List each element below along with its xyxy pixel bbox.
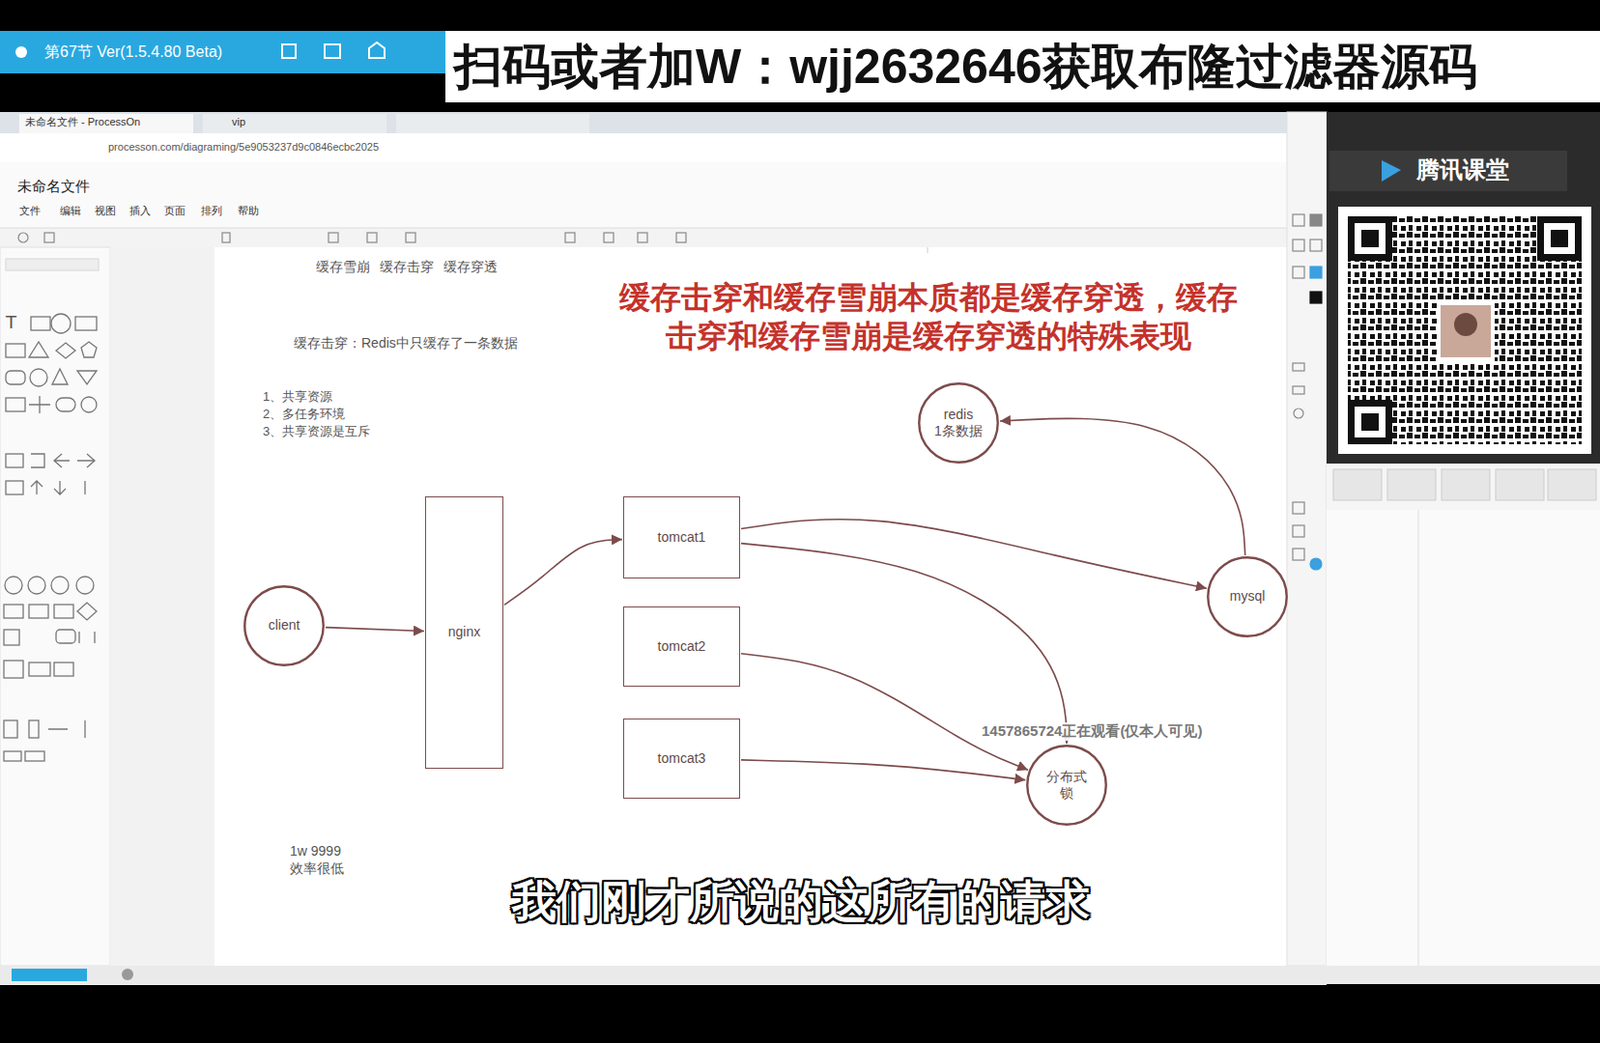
tab [19, 114, 194, 134]
node-label: 1条数据 [934, 423, 983, 441]
browser-window [0, 112, 1327, 986]
server-box: tomcat1 [623, 496, 741, 579]
note-label: 缓存击穿和缓存雪崩本质都是缓存穿透，缓存击穿和缓存雪崩是缓存穿透的特殊表现 [614, 278, 1243, 356]
note-label: 效率很低 [289, 860, 344, 879]
banner [445, 30, 1600, 103]
connector-arrow [741, 760, 1026, 781]
tab [396, 114, 590, 134]
note-label: 3、共享资源是互斥 [262, 424, 371, 440]
diagram-title: 缓存雪崩 缓存击穿 缓存穿透 [315, 258, 498, 277]
canvas-margin [110, 247, 1287, 967]
share-icon [324, 44, 341, 58]
node-label: client [268, 617, 301, 635]
right-tool-icons [1292, 214, 1322, 571]
service-circle: redis1条数据 [917, 382, 1000, 464]
note-label: 1457865724正在观看(仅本人可见) [979, 722, 1204, 742]
note-label: 页面 [164, 204, 186, 219]
service-circle: 分布式锁 [1026, 744, 1108, 827]
node-label: tomcat2 [657, 638, 707, 657]
gift-bar [1326, 463, 1600, 511]
ruler-mark [927, 247, 929, 254]
logo-box [1329, 150, 1568, 192]
note-label: 帮助 [237, 204, 259, 219]
note-label: 视图 [94, 204, 116, 219]
note-label: vip [231, 115, 246, 130]
note-label: 插入 [129, 204, 151, 219]
note-label: 文件 [19, 204, 41, 219]
note-label: 2、多任务环境 [262, 406, 345, 423]
tab [202, 114, 387, 134]
node-label: tomcat3 [657, 750, 707, 769]
node-label: 分布式锁 [1045, 769, 1088, 803]
player-bar [0, 30, 446, 74]
server-box: tomcat3 [623, 718, 741, 800]
shape-icons: T [3, 258, 99, 762]
note-label: 排列 [200, 204, 223, 219]
note-label: 未命名文件 - ProcessOn [25, 115, 141, 130]
node-label: tomcat1 [657, 529, 707, 547]
chat-divider [1418, 510, 1420, 967]
canvas-page [214, 247, 1287, 967]
node-label: mysql [1229, 588, 1266, 606]
divider [0, 228, 1327, 229]
gift-buttons [1333, 469, 1597, 501]
connector-arrow [741, 519, 1207, 589]
note-label: 1、共享资源 [262, 389, 333, 405]
note-label: processon.com/diagraming/5e9053237d9c084… [108, 141, 379, 155]
note-label: 腾讯课堂 [1416, 155, 1510, 185]
connector-arrow [1000, 418, 1246, 556]
note-label: 我们刚才所说的这所有的请求 [414, 874, 1188, 931]
player-icon [15, 46, 28, 58]
server-box: tomcat2 [623, 606, 741, 687]
edit-icon [282, 44, 296, 58]
server-box: nginx [425, 496, 504, 770]
svg-text:T: T [4, 312, 18, 333]
status-icon [121, 969, 134, 981]
live-panel [1326, 112, 1600, 511]
node-label: redis [943, 406, 973, 425]
connector-arrow [325, 628, 425, 632]
chat-area [1326, 510, 1600, 967]
tab-bar [0, 112, 1327, 134]
home-icon [369, 42, 385, 58]
note-label: 编辑 [59, 204, 82, 219]
shape-panel [0, 247, 111, 967]
qr-pattern [1347, 216, 1582, 445]
toolbar-icons [18, 232, 686, 243]
connector-arrow [741, 654, 1029, 772]
note-label: 未命名文件 [17, 177, 90, 197]
right-toolbar [1286, 112, 1327, 967]
note-label: 第67节 Ver(1.5.4.80 Beta) [44, 42, 223, 62]
connector-arrow [741, 543, 1067, 744]
service-circle: mysql [1206, 556, 1288, 638]
status-bar [0, 966, 1600, 985]
note-label: 缓存击穿：Redis中只缓存了一条数据 [293, 335, 518, 353]
qr-code [1338, 206, 1592, 455]
note-label: 扫码或者加W：wjj2632646获取布隆过滤器源码 [454, 36, 1478, 98]
service-circle: client [243, 585, 325, 667]
note-label: 1w 9999 [289, 843, 342, 861]
connector-arrow [504, 540, 623, 606]
status-button [11, 969, 87, 982]
address-bar [0, 133, 1327, 163]
logo-play-icon [1381, 160, 1401, 182]
node-label: nginx [448, 624, 481, 642]
app-header [0, 162, 1327, 229]
qr-finders [1347, 216, 1582, 445]
